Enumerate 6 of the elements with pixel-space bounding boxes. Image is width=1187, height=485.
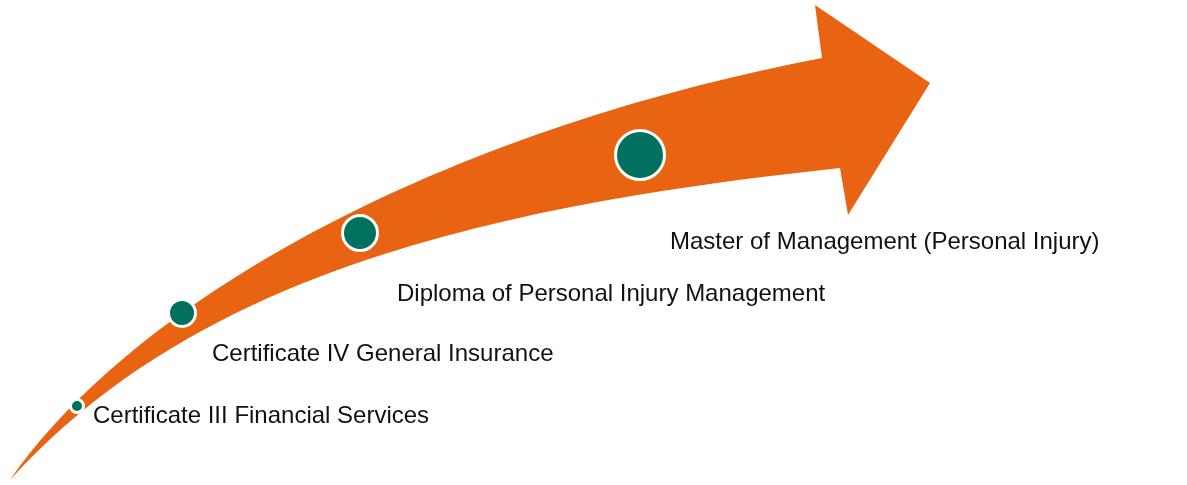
milestone-label: Diploma of Personal Injury Management xyxy=(397,281,826,305)
milestone-dot xyxy=(69,398,85,414)
milestone-label: Certificate III Financial Services xyxy=(93,403,430,427)
milestone-label: Master of Management (Personal Injury) xyxy=(670,229,1100,253)
milestone-dot xyxy=(167,298,197,328)
milestone-label: Certificate IV General Insurance xyxy=(212,341,554,365)
